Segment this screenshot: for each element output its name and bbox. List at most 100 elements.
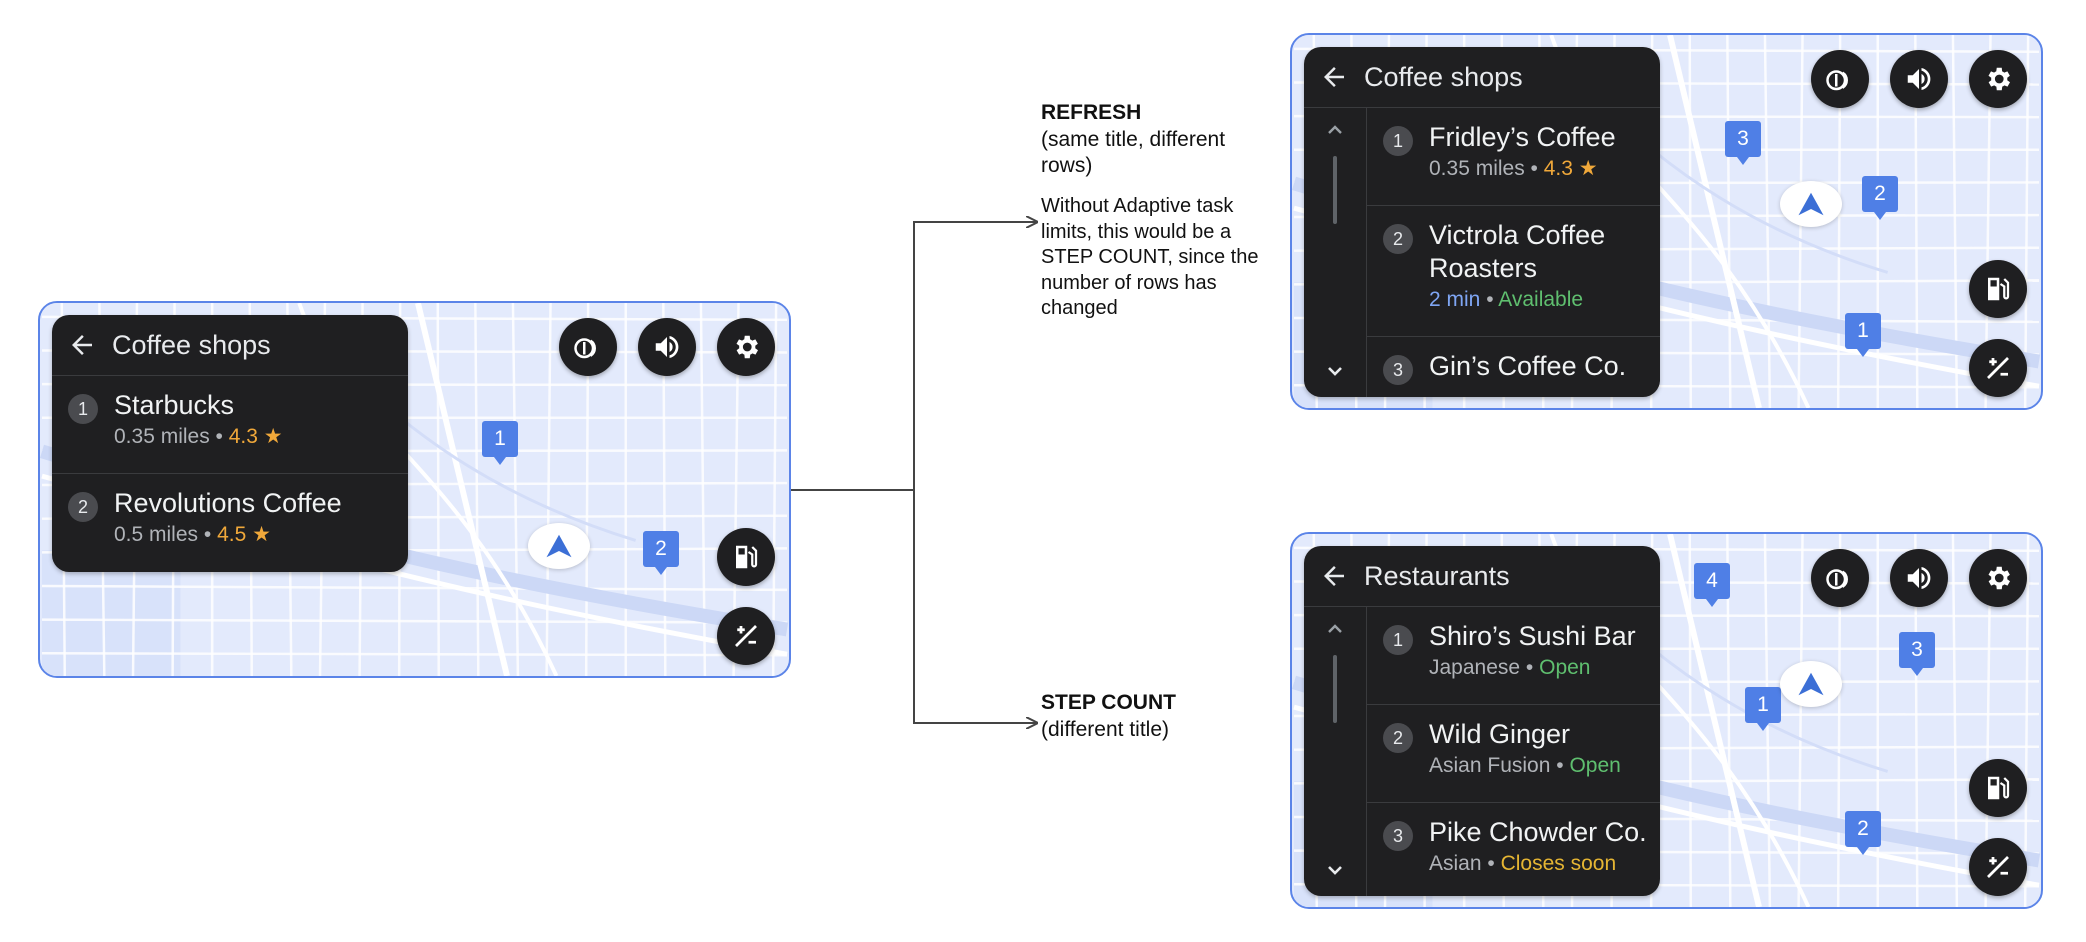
list-card: Coffee shops 1 Starbucks 0.35 miles • 4.…: [52, 315, 408, 572]
navigation-arrow-icon: [1798, 672, 1824, 696]
gear-icon: [736, 335, 758, 359]
map-pin[interactable]: 2: [1845, 811, 1881, 855]
list-card: Restaurants 1 Shiro’s Sushi Bar Japanese…: [1304, 546, 1660, 896]
row-distance: 0.35 miles: [1429, 157, 1525, 180]
row-name: Revolutions Coffee: [114, 488, 342, 518]
row-name: Starbucks: [114, 390, 235, 420]
row-name: Pike Chowder Co.: [1429, 817, 1647, 847]
card-title: Coffee shops: [1364, 61, 1523, 92]
back-button[interactable]: [1304, 47, 1364, 107]
row-name: Fridley’s Coffee: [1429, 122, 1616, 152]
chevron-down-icon[interactable]: [1323, 359, 1347, 383]
map-pin[interactable]: 1: [1845, 313, 1881, 357]
gear-icon: [1988, 566, 2010, 590]
list-item[interactable]: 2 Victrola Coffee Roasters 2 min • Avail…: [1367, 206, 1660, 337]
card-header: Coffee shops: [1304, 47, 1660, 108]
gear-icon: [1988, 67, 2010, 91]
row-status: Open: [1539, 656, 1591, 679]
card-title: Restaurants: [1364, 560, 1510, 591]
row-name: Wild Ginger: [1429, 719, 1571, 749]
volume-icon: [655, 336, 679, 358]
refresh-subtitle: (same title, different rows): [1041, 127, 1226, 178]
list-item[interactable]: 1 Fridley’s Coffee 0.35 miles • 4.3 ★: [1367, 108, 1660, 206]
gas-station-icon: [736, 545, 758, 569]
fuel-button[interactable]: [1969, 260, 2027, 318]
row-separator: •: [1520, 656, 1540, 679]
back-button[interactable]: [1304, 546, 1364, 606]
row-name: Victrola Coffee Roasters: [1429, 220, 1606, 283]
pace-button[interactable]: [1811, 50, 1869, 108]
navigation-arrow-icon: [1798, 192, 1824, 216]
settings-button[interactable]: [717, 318, 775, 376]
row-rating: 4.3 ★: [1543, 157, 1598, 180]
step-count-subtitle: (different title): [1041, 717, 1169, 741]
navigation-arrow-icon: [546, 534, 572, 558]
row-cuisine: Asian: [1429, 852, 1482, 875]
map-pin[interactable]: 3: [1899, 632, 1935, 676]
row-cuisine: Asian Fusion: [1429, 754, 1551, 777]
row-rating: 4.5 ★: [217, 523, 271, 546]
settings-button[interactable]: [1969, 549, 2027, 607]
card-title: Coffee shops: [112, 329, 271, 360]
map-pin[interactable]: 1: [1745, 687, 1781, 731]
scroll-rail[interactable]: [1304, 607, 1366, 896]
screen-refresh: Coffee shops 1 Fridley’s Coffee 0.35 mil…: [1290, 33, 2043, 410]
map-pin[interactable]: 4: [1694, 563, 1730, 607]
scrollbar-thumb[interactable]: [1333, 655, 1337, 723]
list-item[interactable]: 2 Wild Ginger Asian Fusion • Open: [1367, 705, 1660, 803]
zoom-icon: [1987, 856, 2009, 878]
fuel-button[interactable]: [717, 528, 775, 586]
row-separator: •: [1480, 288, 1499, 311]
volume-button[interactable]: [1890, 549, 1948, 607]
list-item[interactable]: 1 Shiro’s Sushi Bar Japanese • Open: [1367, 607, 1660, 705]
zoom-button[interactable]: [1969, 838, 2027, 896]
list-item[interactable]: 1 Starbucks 0.35 miles • 4.3 ★: [52, 376, 408, 474]
chevron-up-icon[interactable]: [1323, 118, 1347, 142]
chevron-up-icon[interactable]: [1323, 617, 1347, 641]
row-status: Open: [1569, 754, 1621, 777]
zoom-button[interactable]: [717, 607, 775, 665]
screen-original: Coffee shops 1 Starbucks 0.35 miles • 4.…: [38, 301, 791, 678]
volume-button[interactable]: [1890, 50, 1948, 108]
row-separator: •: [198, 523, 218, 546]
list-item[interactable]: 3 Gin’s Coffee Co.: [1367, 337, 1660, 397]
row-rating: 4.3 ★: [228, 425, 283, 448]
step-count-label: STEP COUNT: [1041, 691, 1176, 714]
row-status: Available: [1498, 288, 1584, 311]
screen-step-count: Restaurants 1 Shiro’s Sushi Bar Japanese…: [1290, 532, 2043, 909]
chevron-down-icon[interactable]: [1323, 858, 1347, 882]
zoom-icon: [1987, 357, 2009, 379]
map-pin[interactable]: 2: [1862, 176, 1898, 220]
volume-icon: [1907, 567, 1931, 589]
refresh-annotation: REFRESH (same title, different rows) Wit…: [1041, 100, 1281, 322]
row-number: 1: [1383, 126, 1413, 156]
row-number: 2: [1383, 723, 1413, 753]
row-number: 2: [1383, 224, 1413, 254]
map-pin[interactable]: 2: [643, 531, 679, 575]
volume-button[interactable]: [638, 318, 696, 376]
current-location-puck: [1780, 181, 1842, 227]
step-count-annotation: STEP COUNT (different title): [1041, 690, 1281, 743]
back-arrow-icon: [1324, 566, 1344, 586]
map-pin[interactable]: 3: [1725, 121, 1761, 165]
map-pin[interactable]: 1: [482, 421, 518, 465]
list-item[interactable]: 2 Revolutions Coffee 0.5 miles • 4.5 ★: [52, 474, 408, 572]
settings-button[interactable]: [1969, 50, 2027, 108]
gas-station-icon: [1988, 776, 2010, 800]
scrollbar-thumb[interactable]: [1333, 156, 1337, 224]
pace-button[interactable]: [1811, 549, 1869, 607]
zoom-button[interactable]: [1969, 339, 2027, 397]
fast-forward-icon: [574, 338, 596, 359]
row-distance: 0.35 miles: [114, 425, 210, 448]
scroll-rail[interactable]: [1304, 108, 1366, 397]
list-item[interactable]: 3 Pike Chowder Co. Asian • Closes soon: [1367, 803, 1660, 896]
fuel-button[interactable]: [1969, 759, 2027, 817]
volume-icon: [1907, 68, 1931, 90]
card-header: Coffee shops: [52, 315, 408, 376]
refresh-detail: Without Adaptive task limits, this would…: [1041, 194, 1259, 320]
row-distance: 0.5 miles: [114, 523, 199, 546]
pace-button[interactable]: [559, 318, 617, 376]
row-number: 1: [68, 394, 98, 424]
row-eta: 2 min: [1429, 288, 1481, 311]
back-button[interactable]: [52, 315, 112, 375]
